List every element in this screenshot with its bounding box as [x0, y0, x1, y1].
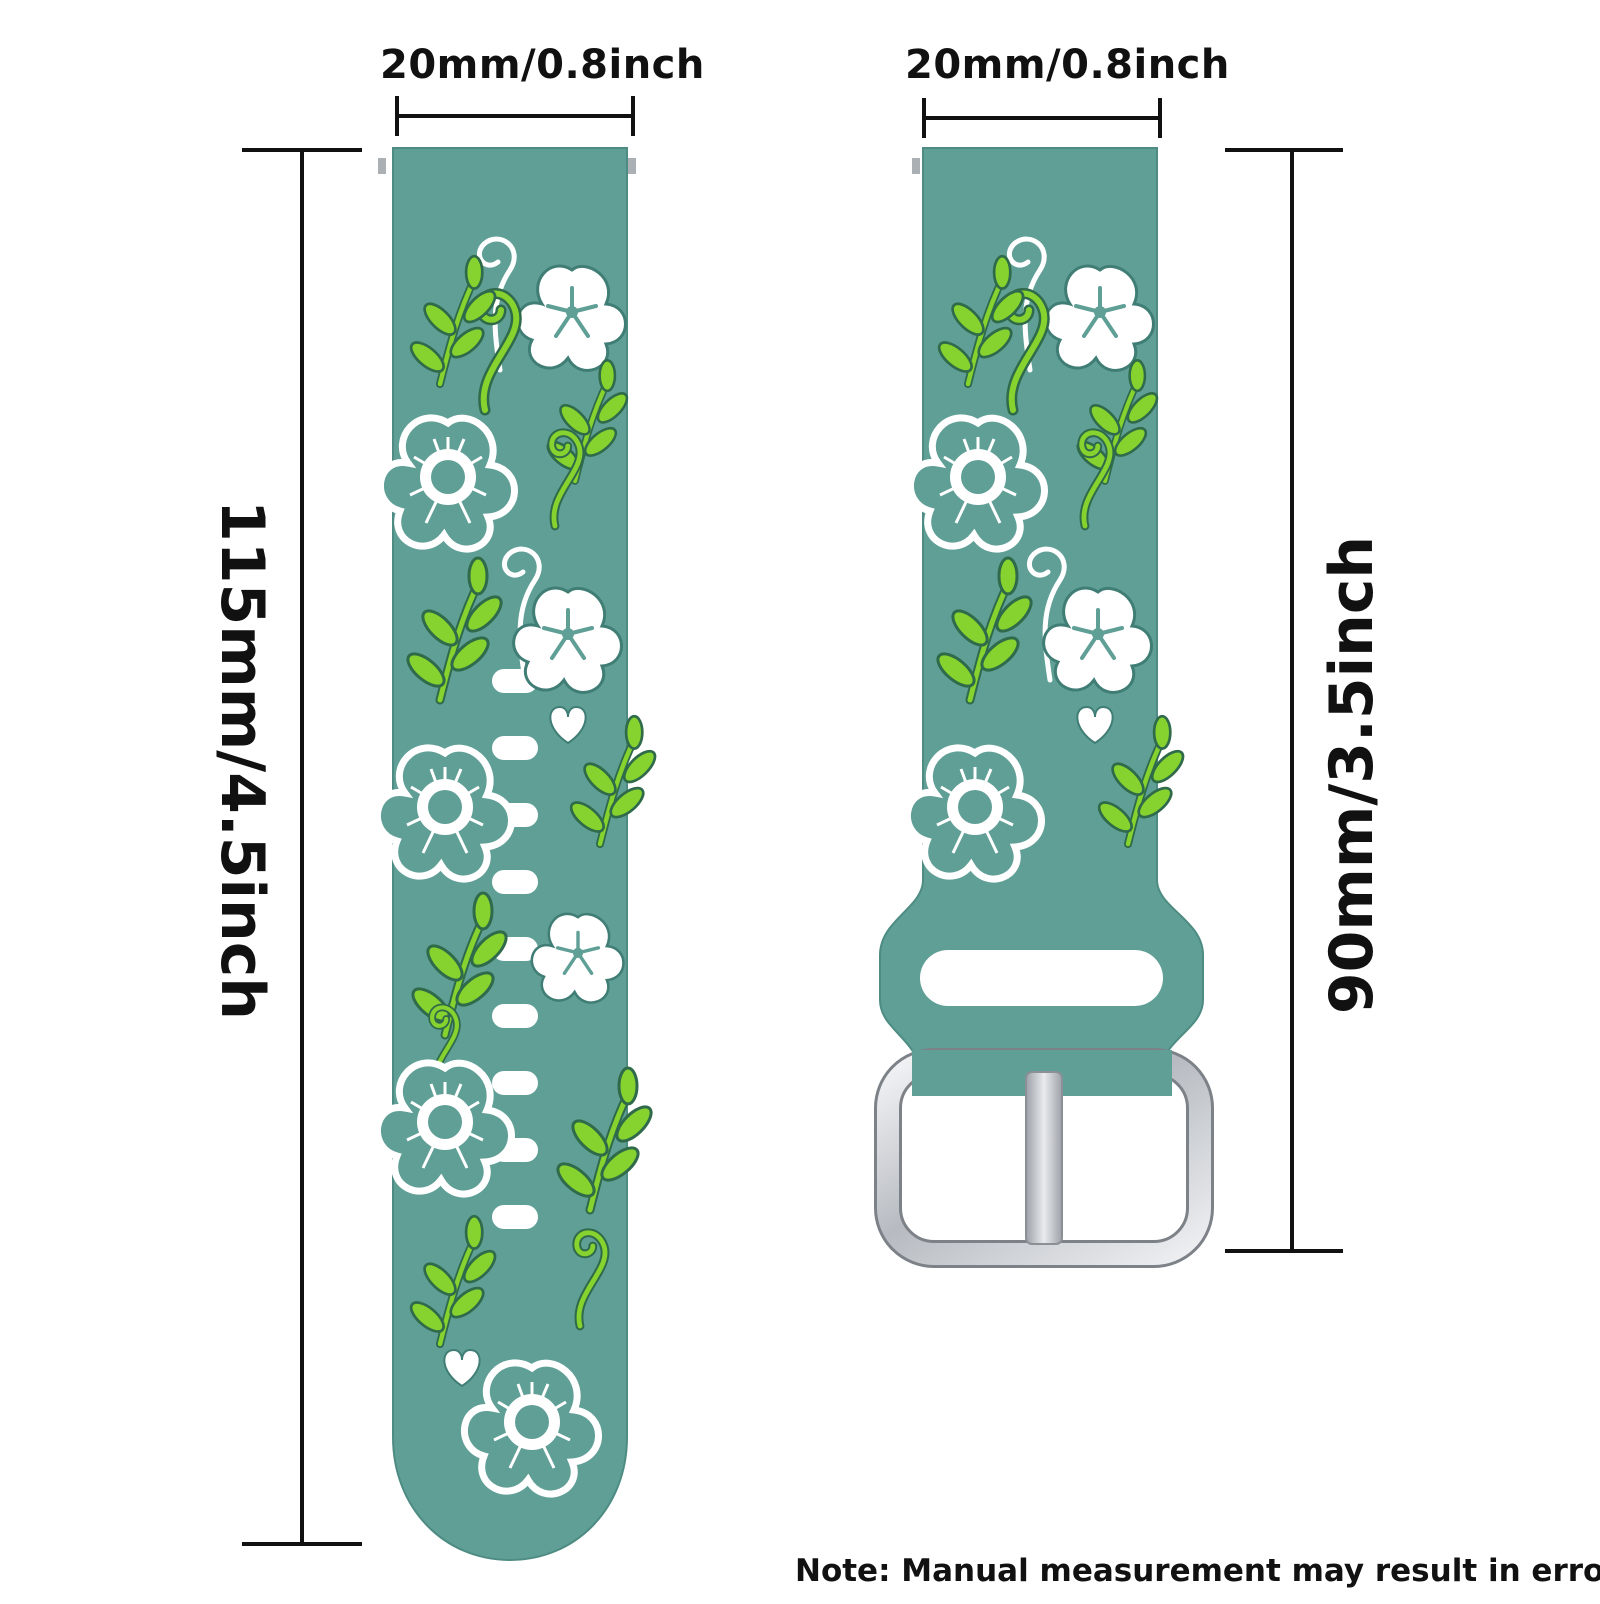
- left-length-label: 115mm/4.5inch: [207, 499, 277, 1021]
- measurement-note: Note: Manual measurement may result in e…: [795, 1553, 1600, 1589]
- measure-lines: [242, 96, 1343, 1546]
- left-spring-bar-end: [628, 158, 636, 174]
- right-strap: [874, 147, 1214, 1268]
- strap-hole: [492, 1004, 538, 1028]
- strap-hole: [492, 736, 538, 760]
- strap-hole: [492, 870, 538, 894]
- left-width-label: 20mm/0.8inch: [380, 42, 705, 88]
- left-width-measure: [395, 96, 635, 136]
- strap-hole: [492, 1071, 538, 1095]
- strap-keeper-slot: [920, 950, 1163, 1006]
- buckle: [874, 1048, 1214, 1268]
- adjustment-holes: [492, 669, 538, 1229]
- right-spring-bar-end: [912, 158, 920, 174]
- strap-hole: [492, 1205, 538, 1229]
- right-strap-body: [879, 147, 1204, 1076]
- right-length-measure: [1225, 148, 1343, 1253]
- left-length-measure: [242, 148, 362, 1546]
- right-width-measure: [922, 98, 1162, 138]
- left-strap: [377, 147, 660, 1562]
- right-width-label: 20mm/0.8inch: [905, 42, 1230, 88]
- right-length-label: 90mm/3.5inch: [1317, 535, 1387, 1015]
- left-spring-bar-end: [378, 158, 386, 174]
- buckle-prong: [1025, 1071, 1063, 1245]
